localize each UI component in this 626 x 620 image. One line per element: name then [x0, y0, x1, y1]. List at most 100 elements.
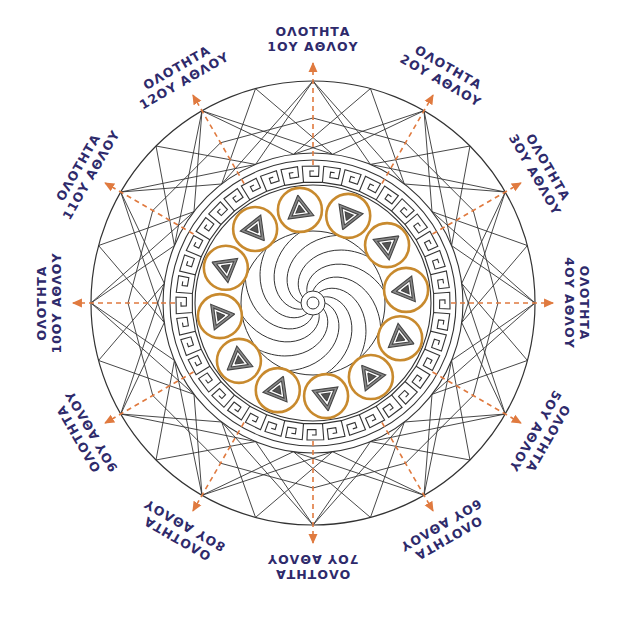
nested-triangle — [263, 376, 287, 402]
nested-triangle — [217, 312, 225, 321]
nested-triangle — [221, 265, 230, 273]
star-line — [473, 211, 498, 304]
star-line — [99, 246, 165, 323]
meander-unit — [209, 202, 235, 225]
label-group: ΟΛΟΤΗΤΑ4ΟΥ ΑΘΛΟΥ — [562, 257, 592, 348]
spiral-arm — [288, 303, 339, 371]
label-text: ΟΛΟΤΗΤΑ — [267, 24, 358, 39]
meander-unit — [181, 331, 201, 355]
meander-unit — [186, 235, 210, 256]
star-line — [452, 360, 470, 460]
orange-circle — [378, 316, 422, 360]
label-group: ΟΛΟΤΗΤΑ9ΟΥ ΑΘΛΟΥ — [49, 388, 121, 482]
star-line — [221, 463, 314, 488]
meander-unit — [261, 171, 285, 191]
star-line — [452, 146, 470, 246]
nested-triangle — [214, 308, 230, 325]
meander-unit — [304, 424, 324, 440]
nested-triangle — [212, 259, 238, 283]
nested-triangle — [342, 208, 358, 225]
meander-unit — [341, 415, 365, 435]
nested-triangle — [382, 242, 391, 250]
orange-circle — [217, 339, 261, 383]
nested-triangle — [292, 200, 309, 216]
nested-triangle — [396, 333, 405, 341]
orange-circle — [204, 246, 248, 290]
star-line — [313, 81, 370, 164]
spiral-arm — [258, 309, 328, 356]
spiral-core-inner — [307, 297, 319, 309]
nested-triangle — [227, 346, 253, 370]
spiral-arm — [313, 277, 381, 328]
star-line — [221, 118, 314, 143]
nested-triangle — [339, 204, 363, 230]
star-line — [424, 111, 432, 212]
label-text: 1ΟΥ ΑΘΛΟΥ — [267, 39, 358, 54]
spiral-core — [301, 291, 325, 315]
meander-unit — [341, 170, 361, 192]
meander-outer — [170, 160, 456, 446]
star-line — [128, 303, 153, 396]
orange-circle — [304, 374, 348, 418]
label-group: ΟΛΟΤΗΤΑ10ΟΥ ΑΘΛΟΥ — [34, 252, 64, 353]
label-group: ΟΛΟΤΗΤΑ2ΟΥ ΑΘΛΟΥ — [398, 39, 492, 111]
star-line — [194, 394, 202, 495]
label-text: ΟΛΟΤΗΤΑ — [577, 257, 592, 348]
dashed-arrow — [105, 372, 193, 423]
star-line — [156, 146, 256, 164]
meander-unit — [281, 167, 304, 186]
star-line — [121, 414, 222, 422]
meander-unit — [212, 382, 235, 408]
star-line — [256, 81, 313, 164]
star-line — [473, 303, 498, 396]
meander-unit — [180, 255, 202, 275]
meander-unit — [265, 415, 285, 437]
star-line — [293, 452, 370, 518]
label-text: 4ΟΥ ΑΘΛΟΥ — [562, 257, 577, 348]
orange-circle — [349, 355, 393, 399]
star-line — [370, 146, 470, 164]
orange-circle — [198, 294, 242, 338]
star-line — [452, 303, 535, 360]
orange-circle — [256, 368, 300, 412]
meander-unit — [177, 312, 196, 335]
meander-unit — [176, 294, 192, 314]
nested-triangle — [235, 356, 244, 364]
nested-triangle — [362, 365, 386, 391]
star-line — [91, 246, 174, 303]
star-line — [293, 89, 370, 155]
nested-triangle — [231, 351, 248, 367]
nested-triangle — [345, 212, 353, 221]
star-line — [462, 283, 528, 360]
star-line — [370, 442, 470, 460]
meander-unit — [431, 312, 450, 331]
nested-triangle — [296, 205, 305, 213]
meander-unit — [359, 176, 380, 200]
orange-circle — [278, 188, 322, 232]
nested-triangle — [378, 239, 395, 255]
label-group: ΟΛΟΤΗΤΑ8ΟΥ ΑΘΛΟΥ — [134, 496, 228, 568]
meander-unit — [392, 382, 418, 405]
star-line — [313, 463, 406, 488]
nested-triangle — [268, 381, 284, 398]
nested-triangle — [217, 262, 234, 278]
label-text: ΟΛΟΤΗΤΑ — [267, 567, 358, 582]
star-line — [256, 452, 333, 518]
star-line — [91, 303, 174, 360]
nested-triangle — [388, 323, 414, 347]
nested-triangle — [211, 304, 235, 330]
label-group: ΟΛΟΤΗΤΑ1ΟΥ ΑΘΛΟΥ — [267, 24, 358, 54]
spiral-arm — [298, 250, 368, 297]
star-base-circle — [163, 153, 463, 453]
label-group: ΟΛΟΤΗΤΑ11ΟΥ ΑΘΛΟΥ — [46, 120, 123, 223]
outer-circle — [91, 81, 535, 525]
dashed-arrow — [382, 423, 433, 511]
meander-unit — [322, 166, 341, 185]
label-group: ΟΛΟΤΗΤΑ3ΟΥ ΑΘΛΟΥ — [506, 124, 578, 218]
dashed-arrow — [382, 95, 433, 183]
star-line — [156, 146, 174, 246]
star-line — [452, 246, 535, 303]
nested-triangle — [273, 386, 281, 395]
dashed-arrow — [312, 63, 314, 165]
